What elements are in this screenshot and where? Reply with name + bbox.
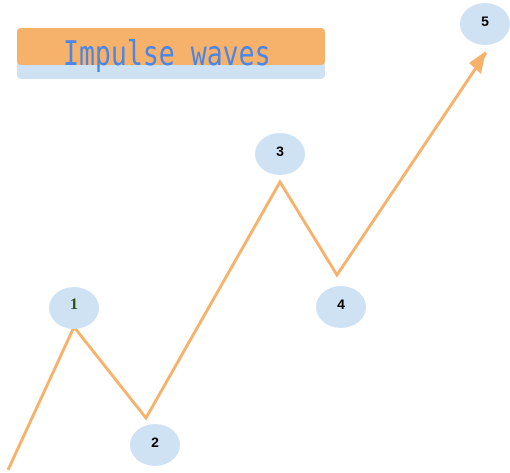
- wave-label-1: 1: [70, 296, 78, 313]
- diagram-title: Impulse waves: [63, 34, 271, 74]
- wave-polyline: [6, 52, 488, 471]
- title-banner: Impulse waves: [17, 28, 325, 80]
- wave-node-4: 4: [316, 286, 366, 328]
- wave-label-3: 3: [276, 143, 284, 159]
- wave-node-2: 2: [130, 424, 180, 466]
- wave-label-5: 5: [481, 13, 489, 29]
- wave-label-4: 4: [337, 296, 345, 312]
- wave-label-2: 2: [151, 434, 159, 450]
- wave-arrow-head-icon: [469, 51, 486, 74]
- wave-node-5: 5: [460, 3, 510, 45]
- title-banner-fill: [17, 28, 325, 65]
- wave-node-3: 3: [255, 133, 305, 175]
- wave-node-1: 1: [49, 287, 99, 329]
